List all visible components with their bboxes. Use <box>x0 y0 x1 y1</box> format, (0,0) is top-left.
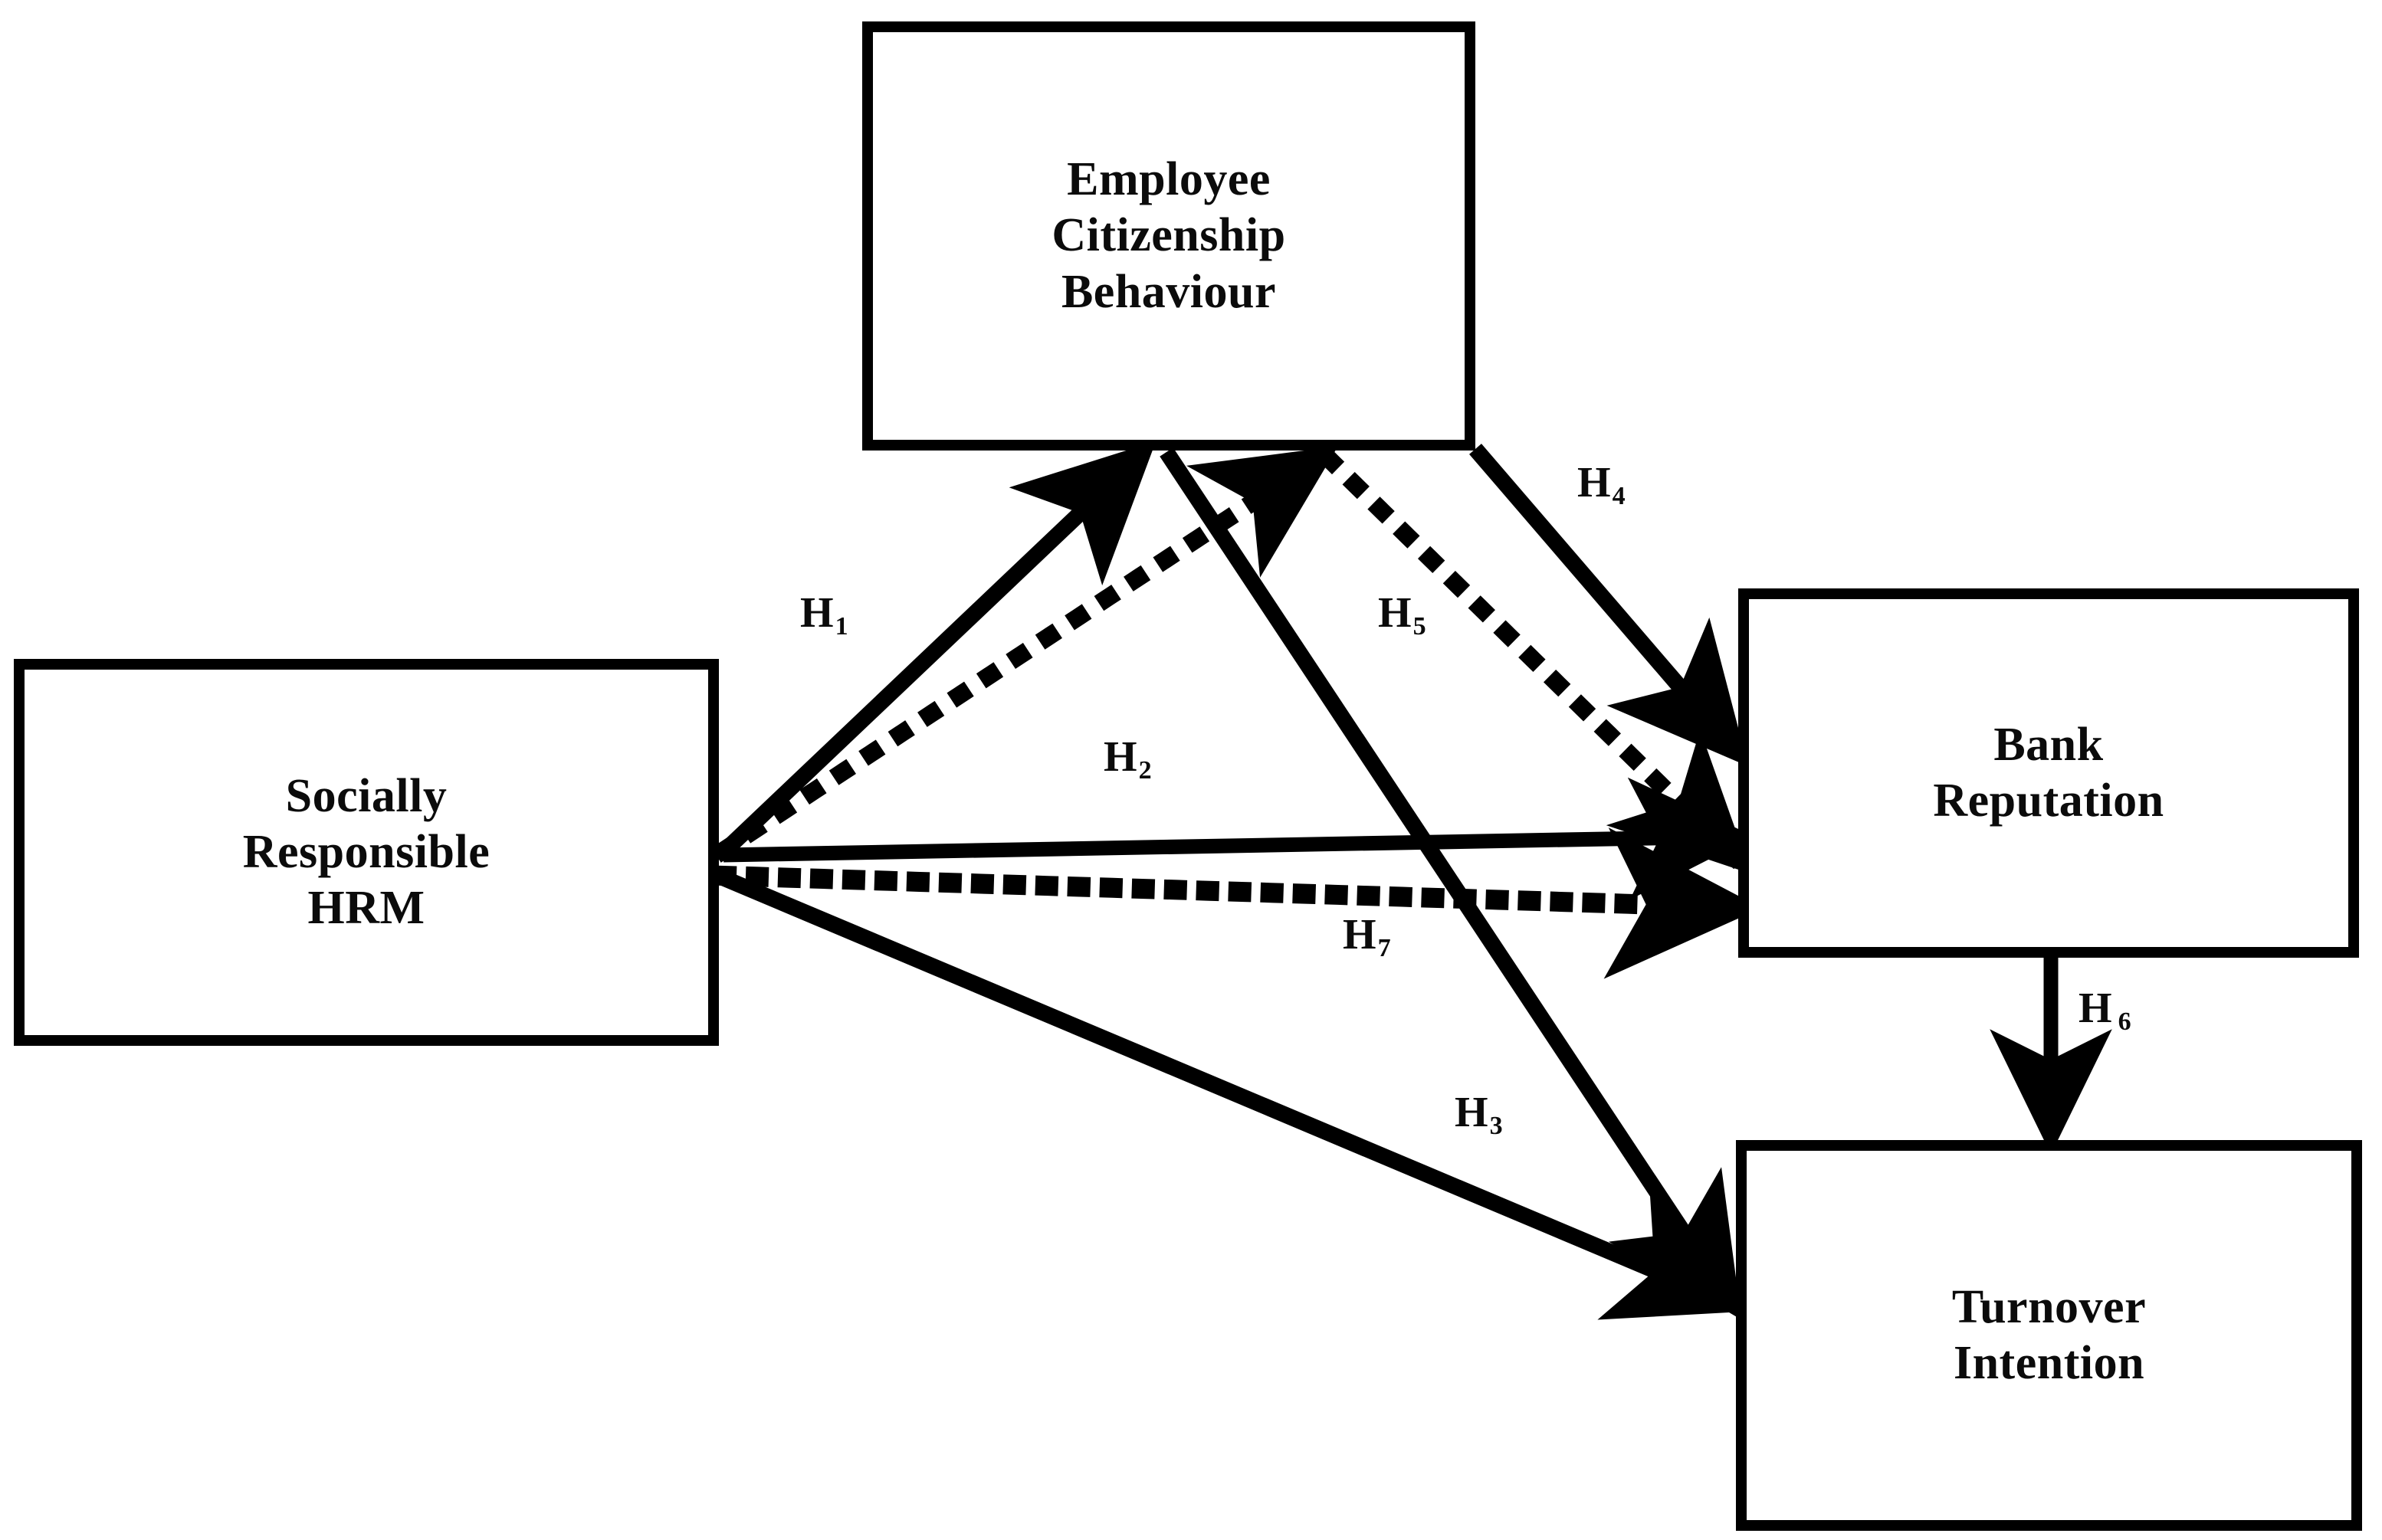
node-bank-reputation[interactable]: Bank Reputation <box>1738 588 2359 958</box>
node-employee-citizenship-behaviour[interactable]: Employee Citizenship Behaviour <box>862 21 1475 451</box>
node-socially-responsible-hrm[interactable]: Socially Responsible HRM <box>14 659 719 1046</box>
connector-h2 <box>723 777 1754 900</box>
h7-sub: 7 <box>1377 934 1391 962</box>
h5-sub: 5 <box>1412 612 1426 641</box>
h5-base: H <box>1378 589 1412 637</box>
connector-h5-leg2 <box>1317 447 1751 874</box>
node-turnover-intention[interactable]: Turnover Intention <box>1736 1140 2362 1531</box>
hypothesis-label-h3: H3 <box>1455 1089 1503 1139</box>
hypothesis-label-h7: H7 <box>1343 911 1391 962</box>
connector-h4 <box>1469 444 1749 767</box>
h3-sub: 3 <box>1489 1112 1503 1140</box>
h4-base: H <box>1577 459 1611 506</box>
connector-h3 <box>720 870 1752 1320</box>
h2-base: H <box>1104 733 1137 781</box>
hypothesis-label-h2: H2 <box>1104 733 1152 784</box>
connector-h1 <box>717 441 1157 858</box>
hypothesis-label-h1: H1 <box>800 589 848 640</box>
node-label-bank-reputation: Bank Reputation <box>1933 718 2164 827</box>
h4-sub: 4 <box>1612 482 1626 510</box>
h2-sub: 2 <box>1138 756 1152 785</box>
hypothesis-label-h5: H5 <box>1378 589 1426 640</box>
node-label-socially-responsible-hrm: Socially Responsible HRM <box>242 769 491 935</box>
h6-base: H <box>2079 985 2112 1032</box>
node-label-employee-citizenship-behaviour: Employee Citizenship Behaviour <box>1052 153 1286 318</box>
connector-ecb-turnover <box>1160 447 1742 1320</box>
h1-base: H <box>800 589 834 637</box>
h6-sub: 6 <box>2118 1008 2131 1036</box>
h3-base: H <box>1455 1089 1488 1136</box>
connector-h5-leg1 <box>711 446 1338 863</box>
connector-h7 <box>713 827 1762 979</box>
h1-sub: 1 <box>835 612 848 641</box>
hypothesis-label-h4: H4 <box>1577 459 1626 510</box>
h7-base: H <box>1343 911 1376 958</box>
node-label-turnover-intention: Turnover Intention <box>1951 1280 2147 1389</box>
